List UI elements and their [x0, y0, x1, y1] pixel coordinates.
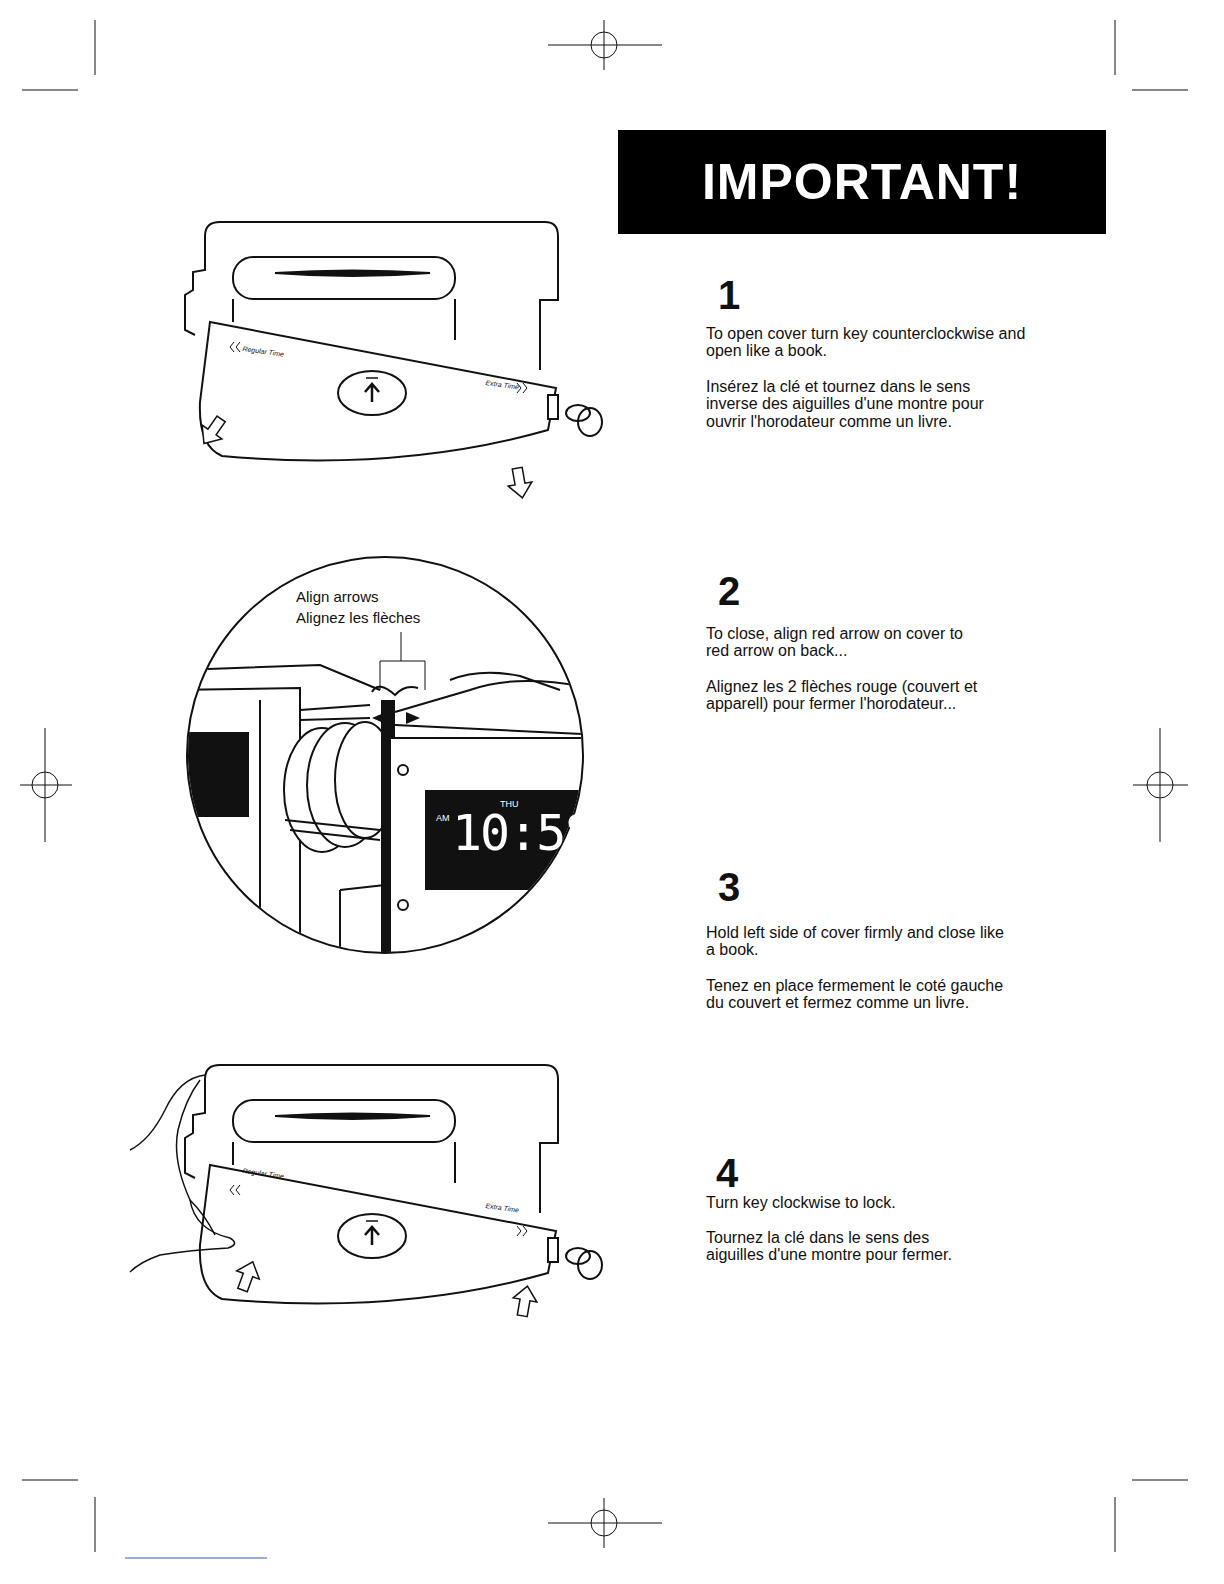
instruction-text: Tenez en place fermement le coté gauche …: [706, 977, 1006, 1012]
instruction-text: Alignez les 2 flèches rouge (couvert et …: [706, 678, 994, 713]
instruction-text: Insérez la clé et tournez dans le sens i…: [706, 378, 1024, 430]
step-number: 1: [718, 274, 740, 317]
cover-label: Extra Time: [485, 1202, 520, 1214]
step-number: 3: [718, 866, 740, 909]
instruction-text: To open cover turn key counterclockwise …: [706, 325, 1041, 360]
title-band: IMPORTANT!: [618, 130, 1106, 234]
display-text: AM: [436, 814, 450, 824]
callout-text: Alignez les flèches: [296, 610, 420, 626]
instruction-text: Hold left side of cover firmly and close…: [706, 924, 1011, 959]
display-text: THU: [500, 800, 519, 810]
display-time: 10:58: [452, 806, 593, 860]
instruction-text: Turn key clockwise to lock.: [706, 1194, 1026, 1211]
callout-text: Align arrows: [296, 589, 379, 605]
step-number: 4: [716, 1152, 738, 1195]
step-number: 2: [718, 570, 740, 613]
title: IMPORTANT!: [702, 153, 1022, 211]
instruction-text: Tournez la clé dans le sens des aiguille…: [706, 1229, 961, 1264]
instruction-text: To close, align red arrow on cover to re…: [706, 625, 978, 660]
